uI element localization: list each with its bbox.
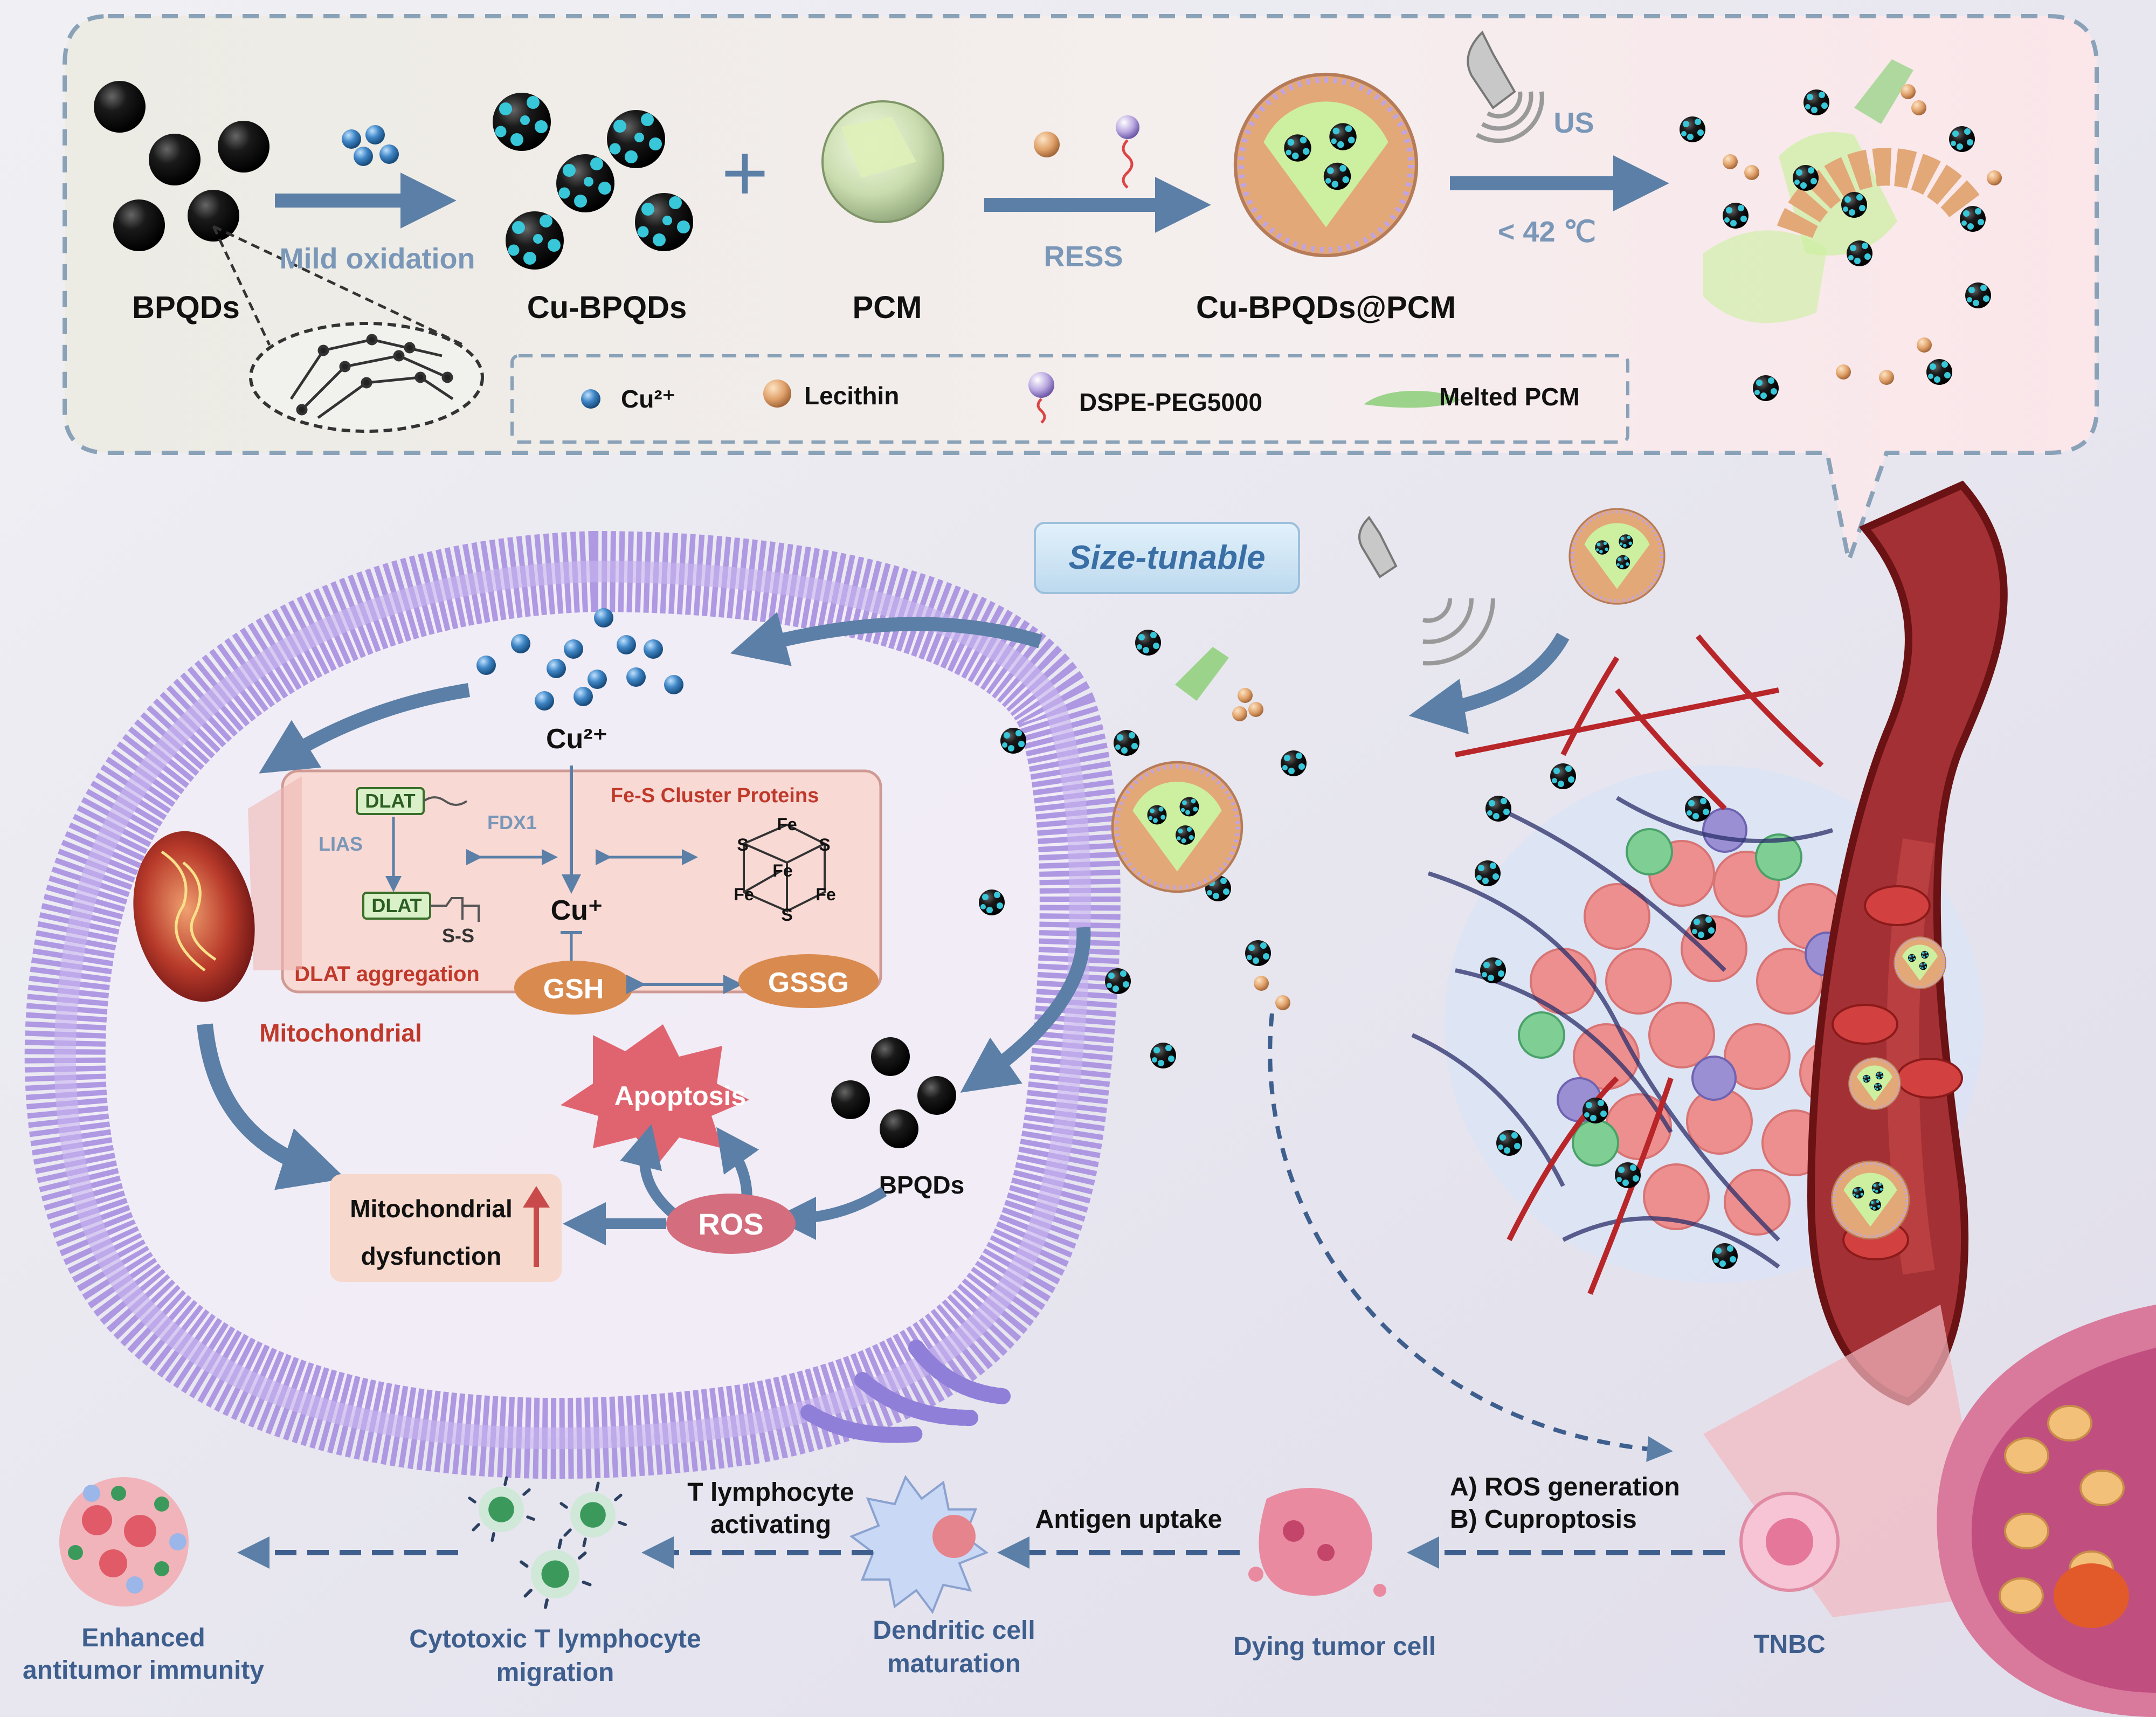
cu-to-mito-arrow [259,683,471,774]
cu-bpqds-pcm-label: Cu-BPQDs@PCM [1196,290,1456,325]
gssg-label: GSSG [768,967,849,998]
apoptosis-burst: Apoptosis [561,1024,749,1164]
svg-text:S: S [737,835,748,854]
cu1-label: Cu⁺ [551,895,603,926]
bpqds-label: BPQDs [132,290,240,325]
legend-dspe-label: DSPE-PEG5000 [1079,388,1262,416]
svg-text:Apoptosis: Apoptosis [614,1081,746,1111]
size-tunable-banner: Size-tunable [1034,522,1300,594]
mitochondrion [133,776,302,1002]
legend-cu-icon [581,389,600,409]
lias-label: LIAS [319,833,363,855]
dc-label-1: Dendritic cell [873,1616,1035,1645]
enhanced-label-2: antitumor immunity [23,1656,264,1685]
legend-lecithin-icon [763,380,791,408]
legend-lecithin-label: Lecithin [804,382,899,410]
circulating-nanoparticle [1570,509,1664,604]
ss-label: S-S [442,925,474,947]
mild-oxidation-label: Mild oxidation [280,243,475,275]
mitochondrial-label: Mitochondrial [259,1019,422,1047]
svg-text:Fe: Fe [816,885,835,904]
dlat-label-2: DLAT [371,894,421,916]
dendritic-cell-icon [849,1474,989,1615]
ctl-label-2: migration [496,1658,614,1687]
dying-tumor-label: Dying tumor cell [1233,1632,1436,1661]
dspe-peg-head [1116,115,1139,139]
tumor-to-tnbc-path [1268,1013,1673,1462]
antigen-uptake-label: Antigen uptake [1035,1505,1222,1534]
svg-text:Fe: Fe [772,861,792,880]
us-label: US [1553,107,1594,139]
ultrasound-probe-icon [1467,30,1544,143]
pcm-label: PCM [853,290,922,325]
svg-text:dysfunction: dysfunction [361,1242,502,1270]
cuproptosis-box: Fe-S Cluster Proteins DLAT LIAS DLAT S-S… [281,766,882,1015]
antitumor-immunity-icon [59,1477,189,1606]
gssg-badge [738,954,879,1008]
cell-bpqds [831,1037,956,1148]
ctl-label-1: Cytotoxic T lymphocyte [409,1625,701,1653]
mito-dysfunction-box: Mitochondrial dysfunction [330,1174,562,1282]
cuproptosis-label: B) Cuproptosis [1450,1505,1637,1534]
dlat-label-1: DLAT [365,790,415,812]
fes-title: Fe-S Cluster Proteins [611,784,819,807]
legend-dspe-icon [1028,372,1054,398]
t-activating-label-2: activating [710,1511,831,1539]
legend-box [510,354,1629,444]
dlat-aggregation-label: DLAT aggregation [294,962,480,986]
legend-melted-pcm-label: Melted PCM [1439,383,1580,411]
bpqds-particles [94,81,270,251]
svg-text:Size-tunable: Size-tunable [1068,539,1265,576]
tumor-delivery-arrow [1408,632,1570,734]
fe-s-cluster: Fe S S Fe Fe Fe S [734,815,835,925]
released-particles [979,630,1307,1068]
cu2-label: Cu²⁺ [546,723,607,755]
gsh-badge [514,961,633,1015]
dc-label-2: maturation [887,1650,1021,1678]
breast-tumor [1703,1305,2156,1717]
svg-text:Fe: Fe [734,885,754,904]
enhanced-label-1: Enhanced [81,1624,205,1652]
cu-bpqds-pcm-nanoparticle [1235,74,1416,256]
fdx1-label: FDX1 [487,811,537,833]
pcm-sphere [821,100,944,223]
svg-text:S: S [819,835,830,854]
lecithin-sphere [1034,132,1060,157]
cell-cu-ions [476,608,683,711]
cell-bpqds-label: BPQDs [879,1171,964,1199]
vessel-us-probe-icon [1358,515,1496,666]
bpqds-entry-arrow [960,927,1091,1093]
ros-badge [666,1194,796,1254]
gsh-label: GSH [543,974,604,1005]
disassembled-nanoparticle [1680,59,2002,401]
ros-label: ROS [698,1207,763,1241]
svg-text:S: S [781,905,792,925]
synthesis-panel: BPQDs Mild oxidation [63,14,2099,569]
tnbc-label: TNBC [1753,1630,1825,1659]
temperature-label: < 42 ℃ [1498,216,1596,248]
plus-sign: + [721,127,769,218]
cu-release-arrow [730,612,1042,666]
legend-cu-label: Cu²⁺ [621,385,675,413]
bp-sheet-lattice [289,334,454,419]
svg-text:Mitochondrial: Mitochondrial [350,1195,513,1223]
ress-label: RESS [1044,240,1123,273]
mito-dysfunction-arrow [197,1023,346,1190]
svg-text:Fe: Fe [777,815,797,834]
dying-tumor-cell-icon [1248,1488,1386,1597]
immunity-pathway: TNBC A) ROS generation B) Cuproptosis Dy… [23,1473,1840,1687]
legend-melted-pcm-icon [1364,391,1461,408]
ros-generation-label: A) ROS generation [1450,1473,1680,1501]
t-activating-label-1: T lymphocyte [687,1478,854,1507]
cu-bpqds-label: Cu-BPQDs [527,290,687,325]
cu-ion-cluster [342,125,399,166]
